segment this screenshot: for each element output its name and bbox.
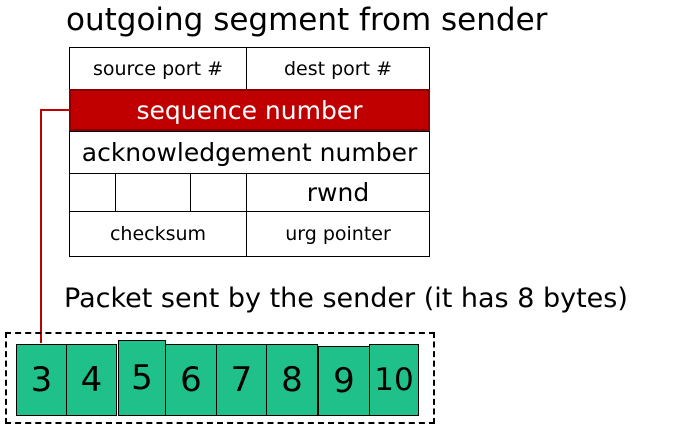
source-port-field: source port #	[69, 47, 247, 90]
sequence-number-field: sequence number	[69, 89, 430, 131]
connector-vertical	[40, 109, 42, 343]
checksum-field: checksum	[69, 211, 247, 257]
packet-byte: 6	[165, 344, 217, 416]
packet-byte: 4	[66, 344, 117, 416]
packet-byte: 5	[118, 340, 166, 416]
urg-pointer-field: urg pointer	[246, 211, 430, 257]
packet-caption: Packet sent by the sender (it has 8 byte…	[64, 283, 628, 314]
connector-horizontal	[40, 109, 70, 111]
diagram-title: outgoing segment from sender	[66, 2, 548, 38]
packet-byte: 7	[216, 344, 267, 416]
dest-port-field: dest port #	[246, 47, 430, 90]
packet-byte: 8	[266, 344, 318, 416]
packet-byte: 9	[318, 346, 370, 416]
packet-byte: 10	[369, 344, 419, 416]
header-length-field	[69, 173, 116, 212]
unused-field	[115, 173, 191, 212]
flags-field	[190, 173, 247, 212]
rwnd-field: rwnd	[246, 173, 430, 212]
packet-dashed-border	[5, 332, 435, 424]
packet-byte: 3	[16, 344, 67, 416]
ack-number-field: acknowledgement number	[69, 131, 430, 174]
